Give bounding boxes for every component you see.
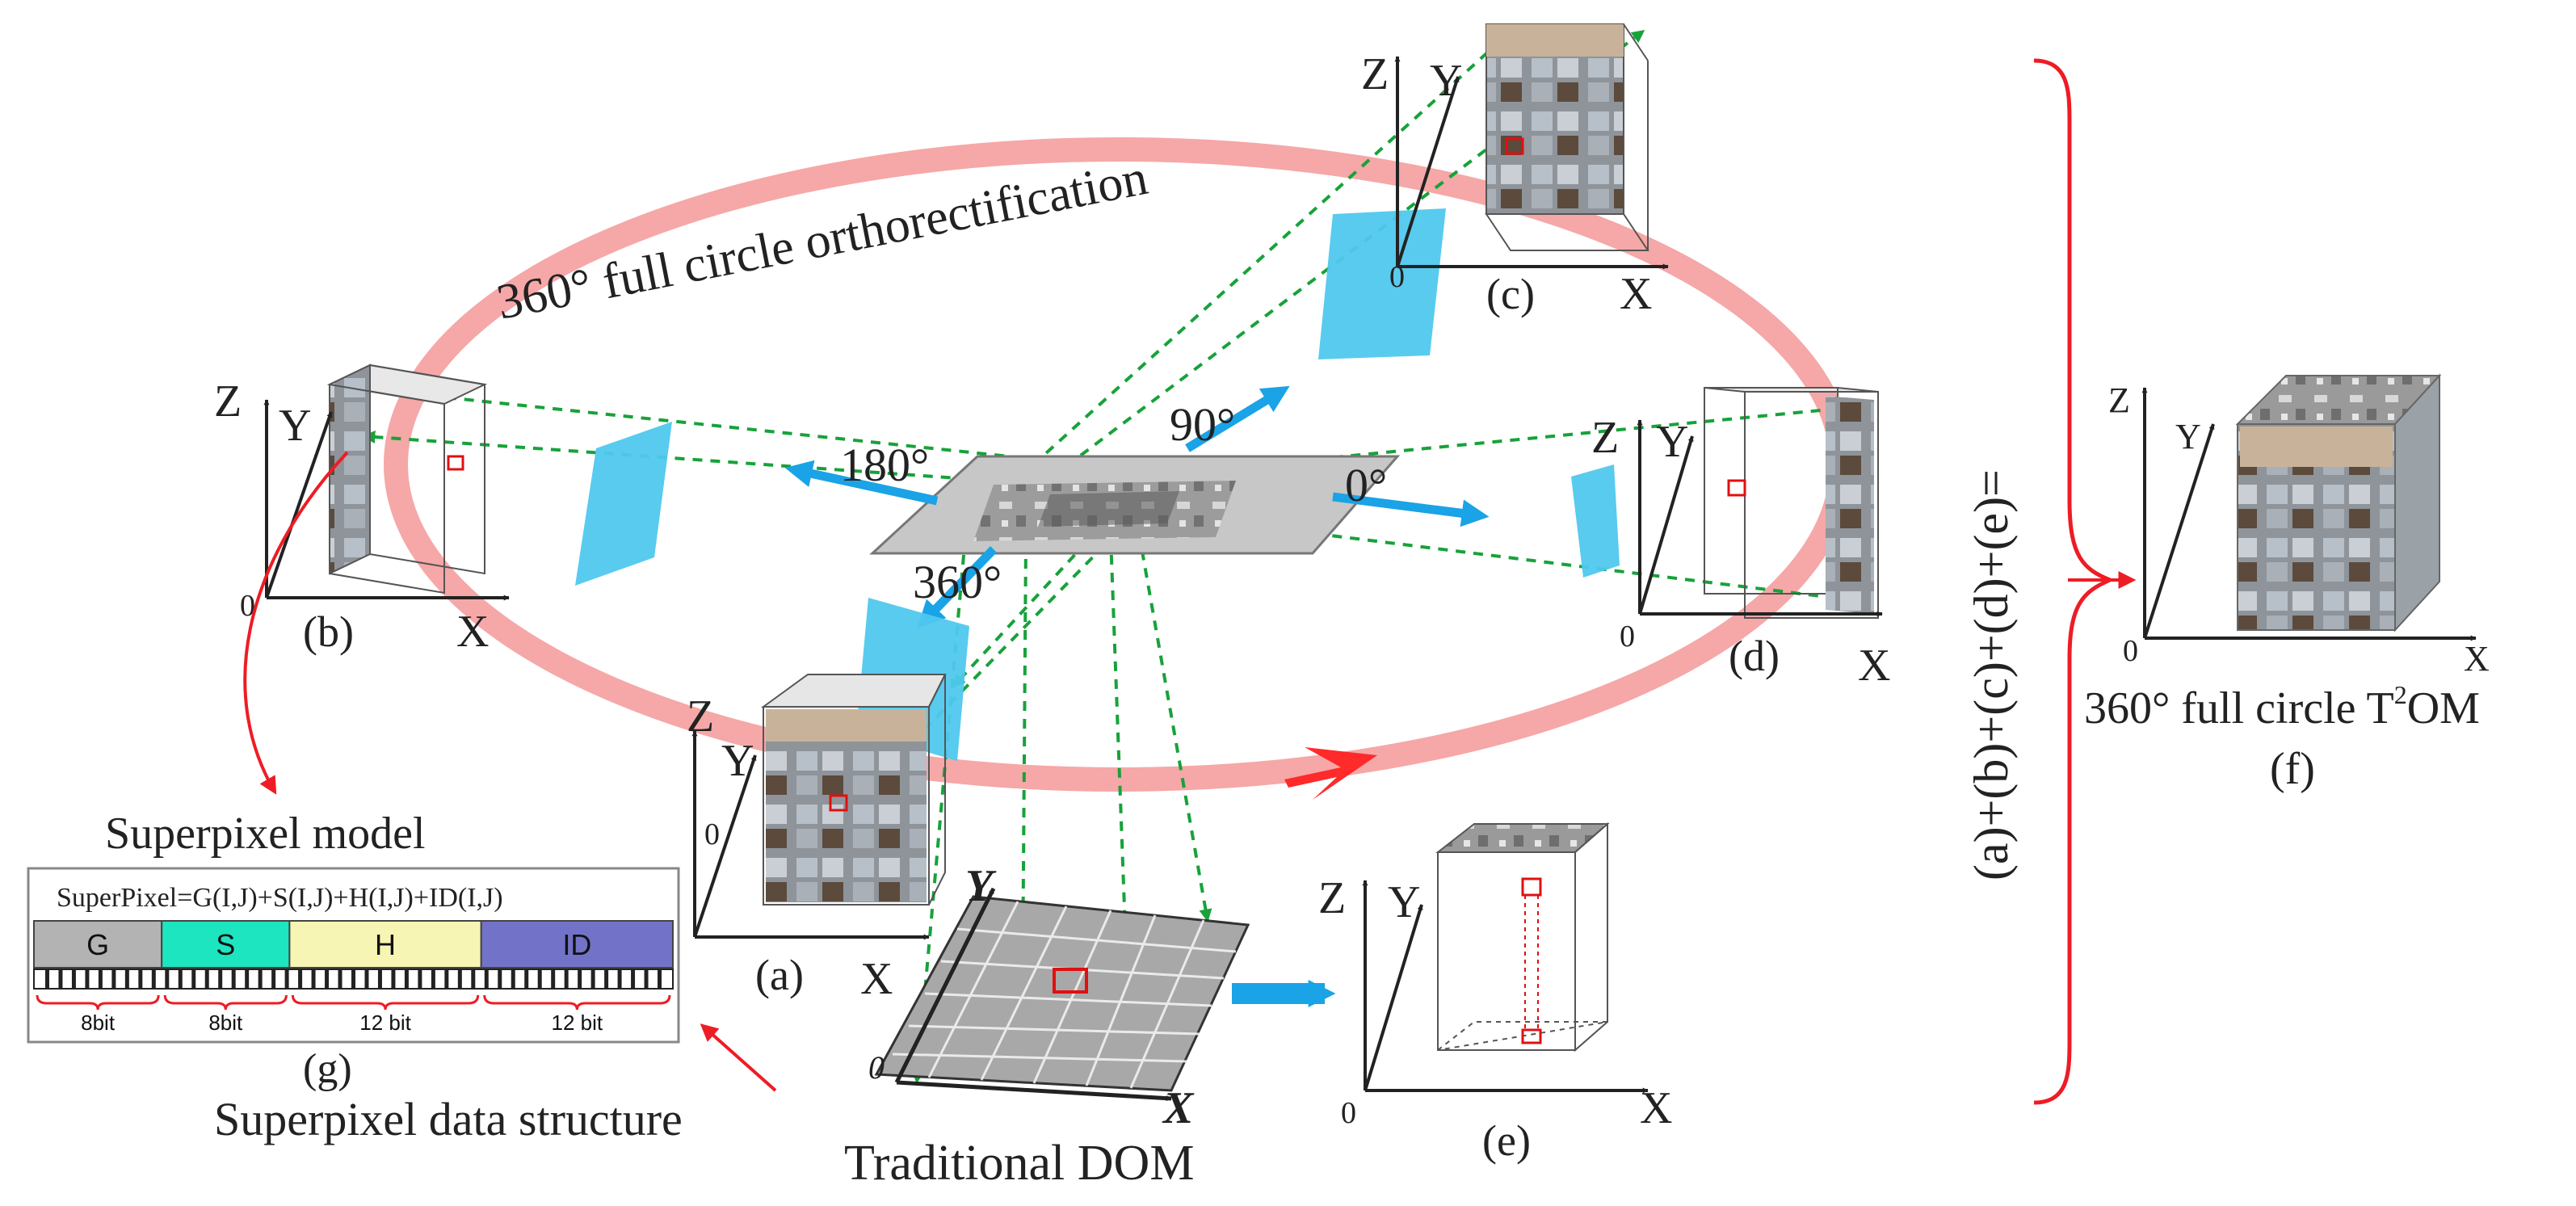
view-f-y-label: Y [2175, 417, 2201, 456]
view-d-tag: (d) [1729, 632, 1780, 680]
superpixel-link-arrow [243, 451, 349, 795]
field-s-bits: 8bit [208, 1011, 243, 1035]
superpixel-formula: SuperPixel=G(I,J)+S(I,J)+H(I,J)+ID(I,J) [57, 883, 503, 913]
view-e-z-label: Z [1318, 873, 1346, 923]
view-c-x-label: X [1620, 269, 1652, 319]
view-e-tag: (e) [1482, 1116, 1531, 1165]
field-h-label: H [375, 928, 396, 961]
view-f: Z Y X 0 360° full circle T2OM (f) [2084, 373, 2490, 794]
field-id-box [480, 920, 674, 969]
equation-label: (a)+(b)+(c)+(d)+(e)= [1965, 469, 2018, 880]
dom-x-label: X [1162, 1083, 1195, 1133]
dom-y-label: Y [965, 861, 997, 911]
field-id-brace [483, 994, 671, 1011]
view-a: Z Y X 0 (a) [687, 674, 947, 1004]
ring-direction-arrow [1284, 747, 1377, 800]
field-s-label: S [216, 928, 235, 961]
view-b-x-label: X [456, 607, 489, 657]
field-g-box [33, 920, 163, 969]
view-b-origin: 0 [240, 589, 255, 623]
plane-b [575, 422, 672, 586]
view-f-x-label: X [2464, 639, 2490, 679]
view-f-origin: 0 [2123, 634, 2138, 668]
view-d-x-label: X [1858, 641, 1890, 691]
view-c-z-label: Z [1361, 49, 1389, 99]
angle-180: 180° [840, 439, 929, 491]
view-f-tag: (f) [2270, 744, 2315, 794]
angle-90: 90° [1170, 398, 1235, 451]
traditional-dom: Y X 0 Traditional DOM [844, 861, 1250, 1191]
field-id-label: ID [562, 928, 591, 961]
field-g-brace [36, 994, 160, 1011]
superpixel-model: Superpixel model SuperPixel=G(I,J)+S(I,J… [27, 809, 777, 1145]
superpixel-tag: (g) [303, 1046, 352, 1092]
view-d-z-label: Z [1591, 413, 1619, 463]
central-ground-plane [869, 455, 1401, 555]
dom-label: Traditional DOM [844, 1136, 1194, 1191]
view-a-z-label: Z [687, 691, 714, 742]
view-c-tag: (c) [1486, 270, 1535, 318]
view-e-y-label: Y [1388, 877, 1420, 927]
view-direction-arrows [784, 385, 1490, 628]
field-s-brace [163, 994, 288, 1011]
field-h-box [288, 920, 482, 969]
view-d-origin: 0 [1620, 620, 1635, 653]
view-b-z-label: Z [214, 376, 242, 427]
view-c: Z Y X 0 (c) [1361, 23, 1669, 319]
angle-360: 360° [913, 556, 1002, 608]
view-a-origin: 0 [704, 817, 720, 851]
field-g-label: G [86, 928, 109, 961]
arrow-0 [1332, 492, 1490, 527]
view-e-origin: 0 [1341, 1096, 1356, 1130]
superpixel-title: Superpixel model [105, 809, 426, 859]
view-d-y-label: Y [1656, 417, 1688, 467]
field-h-bits: 12 bit [359, 1011, 411, 1035]
view-a-tag: (a) [755, 951, 804, 999]
arrow-180 [784, 460, 939, 506]
field-id-bits: 12 bit [552, 1011, 603, 1035]
view-b: Z Y X 0 (b) [214, 363, 510, 657]
arrow-90 [1185, 385, 1290, 452]
view-b-y-label: Y [279, 401, 311, 451]
view-c-origin: 0 [1389, 260, 1405, 294]
view-e-x-label: X [1640, 1083, 1672, 1133]
view-a-x-label: X [860, 954, 893, 1004]
view-b-tag: (b) [303, 607, 354, 656]
view-a-y-label: Y [721, 736, 754, 786]
view-c-y-label: Y [1430, 56, 1462, 106]
view-e: Z Y X 0 (e) [1318, 822, 1672, 1165]
view-f-z-label: Z [2108, 380, 2130, 420]
caption-arrow [700, 1023, 777, 1092]
superpixel-fields: G S H ID [33, 920, 674, 969]
dom-origin: 0 [868, 1049, 885, 1086]
angle-0: 0° [1345, 459, 1387, 511]
bit-ruler-ticks [44, 969, 662, 989]
view-d: Z Y X 0 (d) [1591, 387, 1890, 691]
arrow-360 [917, 546, 997, 628]
superpixel-caption: Superpixel data structure [214, 1093, 683, 1145]
bit-braces: 8bit 8bit 12 bit 12 bit [36, 994, 671, 1035]
plane-c [1318, 208, 1446, 359]
plane-d [1571, 464, 1620, 578]
result-label: 360° full circle T2OM [2084, 680, 2480, 733]
field-h-brace [291, 994, 480, 1011]
field-g-bits: 8bit [81, 1011, 116, 1035]
